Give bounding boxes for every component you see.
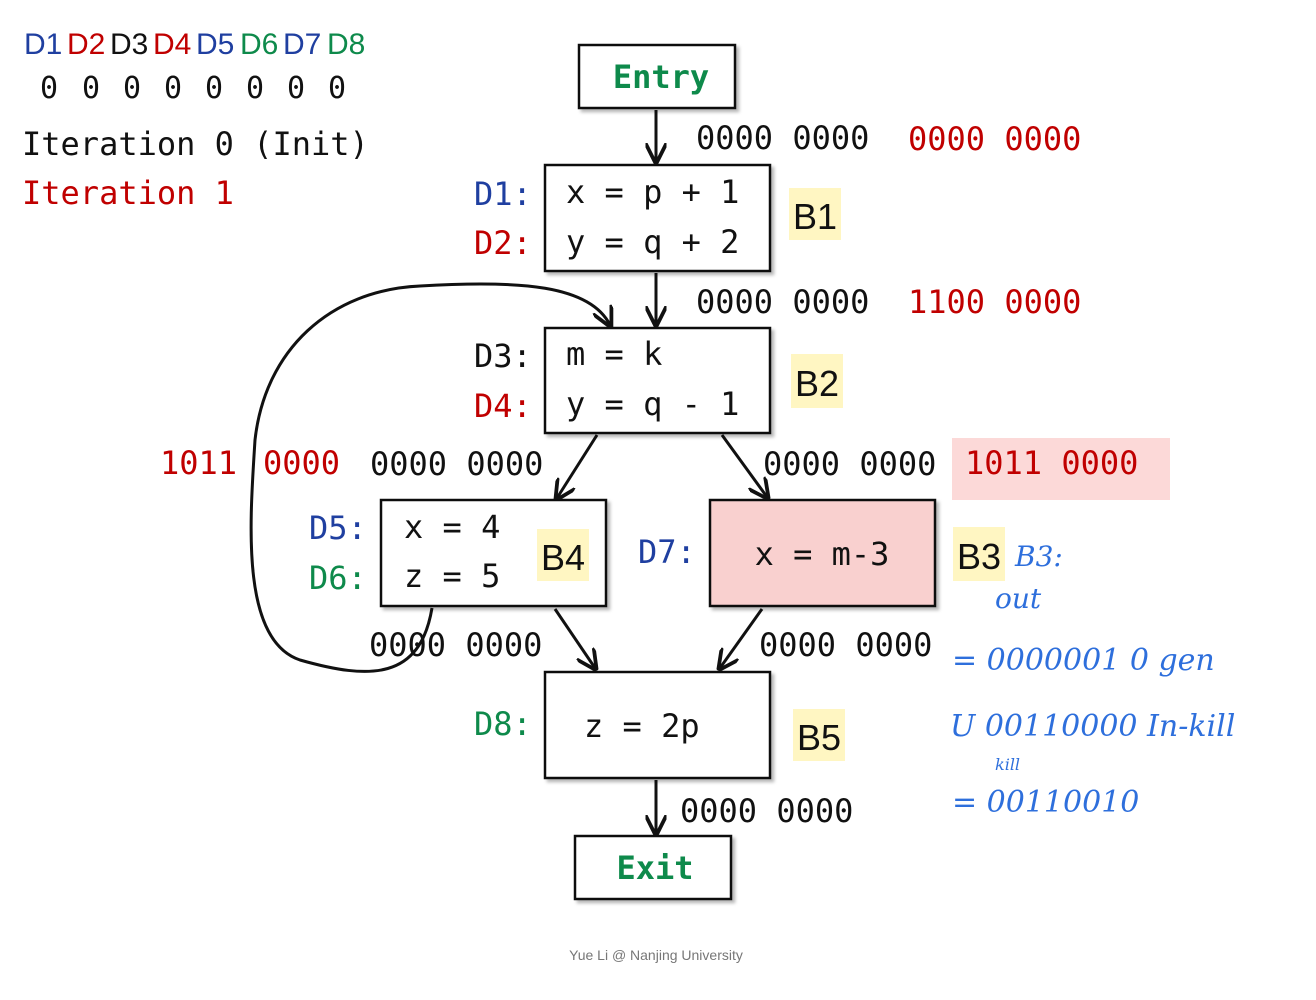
bits-b4-in-iter1-a: 1011 [160, 444, 237, 482]
b3-stmt-1: x = m-3 [755, 535, 890, 573]
bits-b4-in-iter0: 0000 0000 [370, 445, 543, 483]
def-d6: D6 [240, 28, 278, 61]
bits-entry-b1-iter1: 0000 0000 [908, 120, 1081, 158]
bits-b3-in-iter0: 0000 0000 [763, 445, 936, 483]
b5-label-bg [793, 709, 845, 761]
note-title-b: out [995, 582, 1042, 615]
footer-credit: Yue Li @ Nanjing University [569, 947, 743, 963]
bits-b1-b2-iter0: 0000 0000 [696, 283, 869, 321]
b4-label: B4 [541, 537, 585, 578]
note-line-2-sub: kill [995, 755, 1020, 774]
edge-b2-b3 [720, 434, 767, 497]
def-d8: D8 [327, 28, 365, 61]
bits-b4-in-iter1-b: 0000 [263, 444, 340, 482]
edge-b2-b4 [557, 434, 599, 498]
entry-label: Entry [613, 58, 709, 96]
note-line-3: = 00110010 [952, 785, 1139, 820]
init-bit: 0 [287, 71, 305, 106]
b2-stmt-2: y = q - 1 [566, 385, 739, 423]
b2-stmt-1: m = k [566, 335, 662, 373]
note-line-1: = 0000001 0 gen [952, 643, 1215, 678]
bit-vector-labels: 0000 0000 0000 0000 0000 0000 1100 0000 … [160, 119, 1138, 830]
b1-label: B1 [793, 196, 837, 237]
edge-b4-b2-backedge [249, 282, 610, 673]
def-legend: D1 D2 D3 D4 D5 D6 D7 D8 [24, 28, 365, 61]
bits-entry-b1-iter0: 0000 0000 [696, 119, 869, 157]
b1-def-2: D2: [474, 224, 532, 262]
b2-label: B2 [795, 363, 839, 404]
init-bit: 0 [40, 71, 58, 106]
init-bit: 0 [205, 71, 223, 106]
iteration-0-label: Iteration 0 (Init) [22, 125, 369, 163]
bits-b3-in-iter1: 1011 0000 [965, 444, 1138, 482]
init-bit: 0 [328, 71, 346, 106]
b4-stmt-2: z = 5 [404, 557, 500, 595]
def-d5: D5 [196, 28, 234, 61]
b5-stmt-1: z = 2p [584, 707, 700, 745]
init-bit: 0 [123, 71, 141, 106]
b4-def-2: D6: [309, 559, 367, 597]
b2-label-bg [791, 354, 843, 408]
def-d2: D2 [67, 28, 105, 61]
block-b5: z = 2p D8: B5 [474, 670, 845, 780]
initial-bits: 0 0 0 0 0 0 0 0 [40, 71, 346, 106]
cfg-edges [249, 110, 767, 833]
b3-label: B3 [957, 536, 1001, 577]
b1-label-bg [789, 188, 841, 240]
b1-stmt-2: y = q + 2 [566, 223, 739, 261]
exit-node: Exit [573, 834, 733, 901]
handwritten-annotation: B3: out = 0000001 0 gen U 00110000 In-ki… [950, 540, 1235, 820]
b2-def-1: D3: [474, 337, 532, 375]
b4-def-1: D5: [309, 509, 367, 547]
bits-b5-exit-iter0: 0000 0000 [680, 792, 853, 830]
b4-label-bg [537, 529, 589, 581]
bits-b1-b2-iter1: 1100 0000 [908, 283, 1081, 321]
def-d4: D4 [153, 28, 191, 61]
init-bit: 0 [82, 71, 100, 106]
note-title-a: B3: [1014, 540, 1063, 573]
bits-b3-out-iter0: 0000 0000 [759, 626, 932, 664]
block-b2: m = k y = q - 1 D3: D4: B2 [474, 326, 843, 435]
b3-label-bg [953, 527, 1005, 581]
block-b3: x = m-3 D7: B3 [638, 498, 1005, 608]
edge-b3-b5 [720, 608, 764, 668]
b5-label: B5 [797, 717, 841, 758]
b4-stmt-1: x = 4 [404, 508, 500, 546]
init-bit: 0 [164, 71, 182, 106]
block-b1: x = p + 1 y = q + 2 D1: D2: B1 [474, 163, 841, 273]
edge-b4-b5 [553, 608, 595, 668]
def-d1: D1 [24, 28, 62, 61]
def-d3: D3 [110, 28, 148, 61]
b1-stmt-1: x = p + 1 [566, 173, 739, 211]
def-d7: D7 [283, 28, 321, 61]
bits-b4-out-iter0: 0000 0000 [369, 626, 542, 664]
block-b4: x = 4 z = 5 D5: D6: B4 [309, 498, 608, 608]
exit-label: Exit [616, 849, 693, 887]
b3-def-1: D7: [638, 533, 696, 571]
entry-node: Entry [577, 43, 737, 110]
b5-def-1: D8: [474, 705, 532, 743]
b1-def-1: D1: [474, 175, 532, 213]
b3-in-highlight [952, 438, 1170, 500]
iteration-1-label: Iteration 1 [22, 174, 234, 212]
init-bit: 0 [246, 71, 264, 106]
note-line-2: U 00110000 In-kill [950, 709, 1235, 744]
b2-def-2: D4: [474, 387, 532, 425]
